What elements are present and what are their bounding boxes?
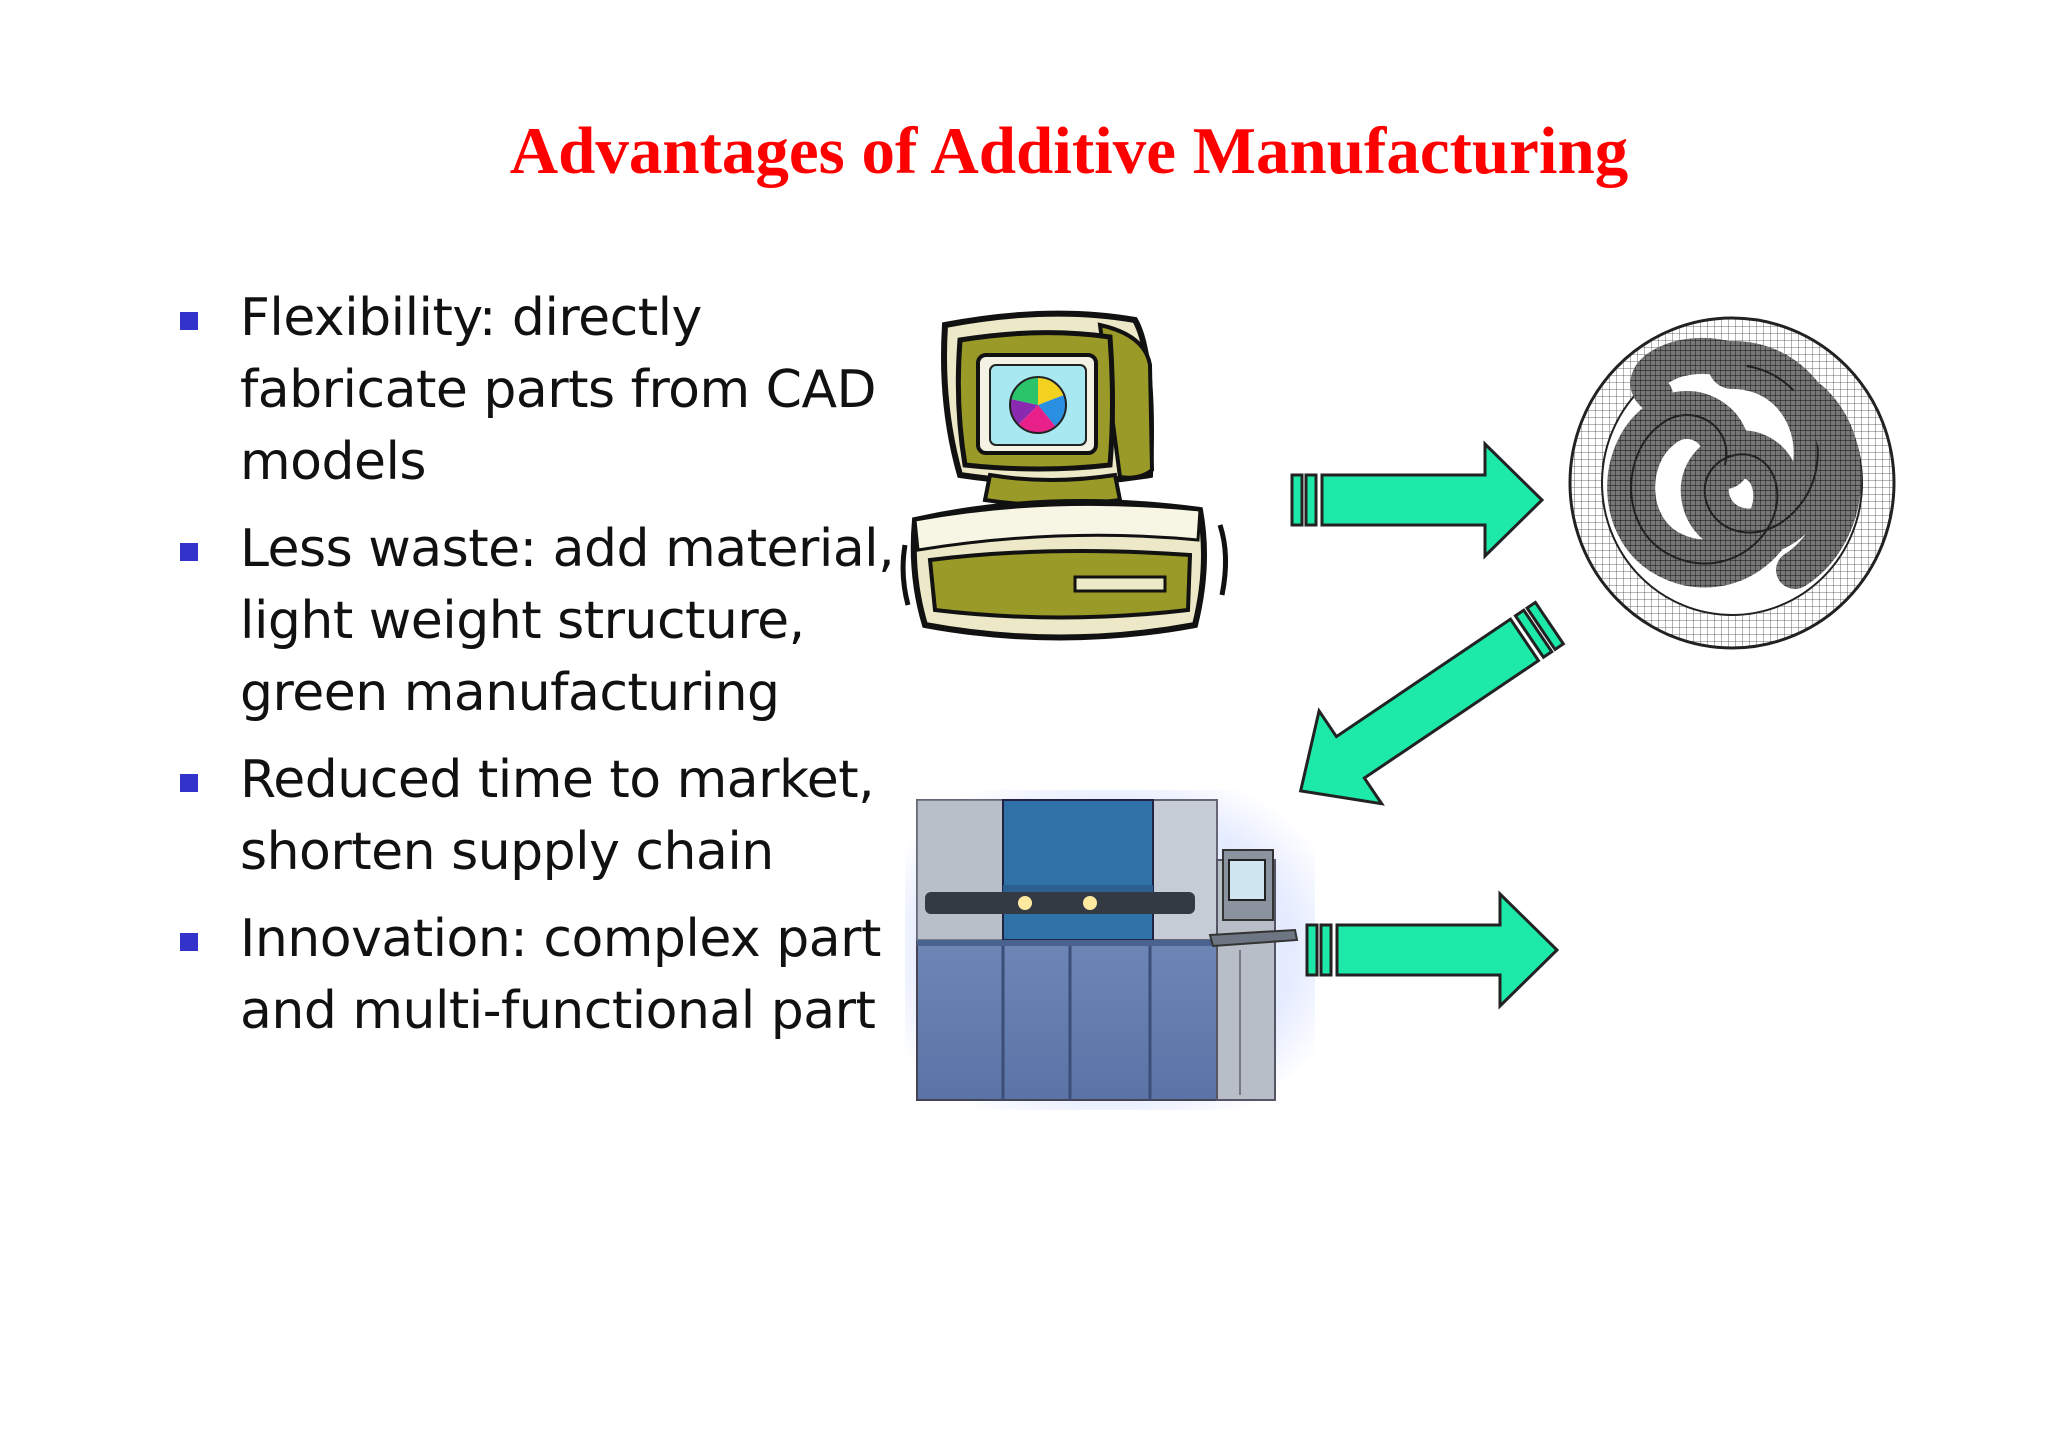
bullet-item-less-waste: Less waste: add material, light weight s… — [170, 513, 910, 729]
bullet-line: models — [240, 432, 427, 492]
bullet-item-innovation: Innovation: complex part and multi-funct… — [170, 903, 910, 1047]
bullet-item-reduced-time: Reduced time to market, shorten supply c… — [170, 744, 910, 888]
bullet-line: shorten supply chain — [240, 822, 774, 882]
bullet-line: Innovation: complex part — [240, 909, 881, 969]
bullet-line: Flexibility: directly — [240, 288, 702, 348]
bullet-list: Flexibility: directly fabricate parts fr… — [170, 282, 910, 1047]
flow-arrow-icon — [1305, 890, 1560, 1010]
computer-clipart-icon — [900, 310, 1229, 641]
bullet-line: light weight structure, — [240, 591, 805, 651]
bullet-line: Less waste: add material, — [240, 519, 895, 579]
flow-arrow-icon — [1298, 600, 1566, 806]
knot-mesh-model-icon — [1568, 316, 1896, 650]
bullet-marker — [180, 774, 198, 792]
bullet-line: green manufacturing — [240, 663, 780, 723]
flow-arrow-icon — [1290, 440, 1545, 560]
bullet-marker — [180, 543, 198, 561]
bullet-marker — [180, 933, 198, 951]
bullet-line: fabricate parts from CAD — [240, 360, 877, 420]
bullet-line: and multi-functional part — [240, 981, 876, 1041]
3d-printer-machine-icon — [905, 790, 1315, 1110]
bullet-marker — [180, 312, 198, 330]
slide-title: Advantages of Additive Manufacturing — [509, 114, 1629, 188]
bullet-line: Reduced time to market, — [240, 750, 875, 810]
bullet-item-flexibility: Flexibility: directly fabricate parts fr… — [170, 282, 910, 498]
